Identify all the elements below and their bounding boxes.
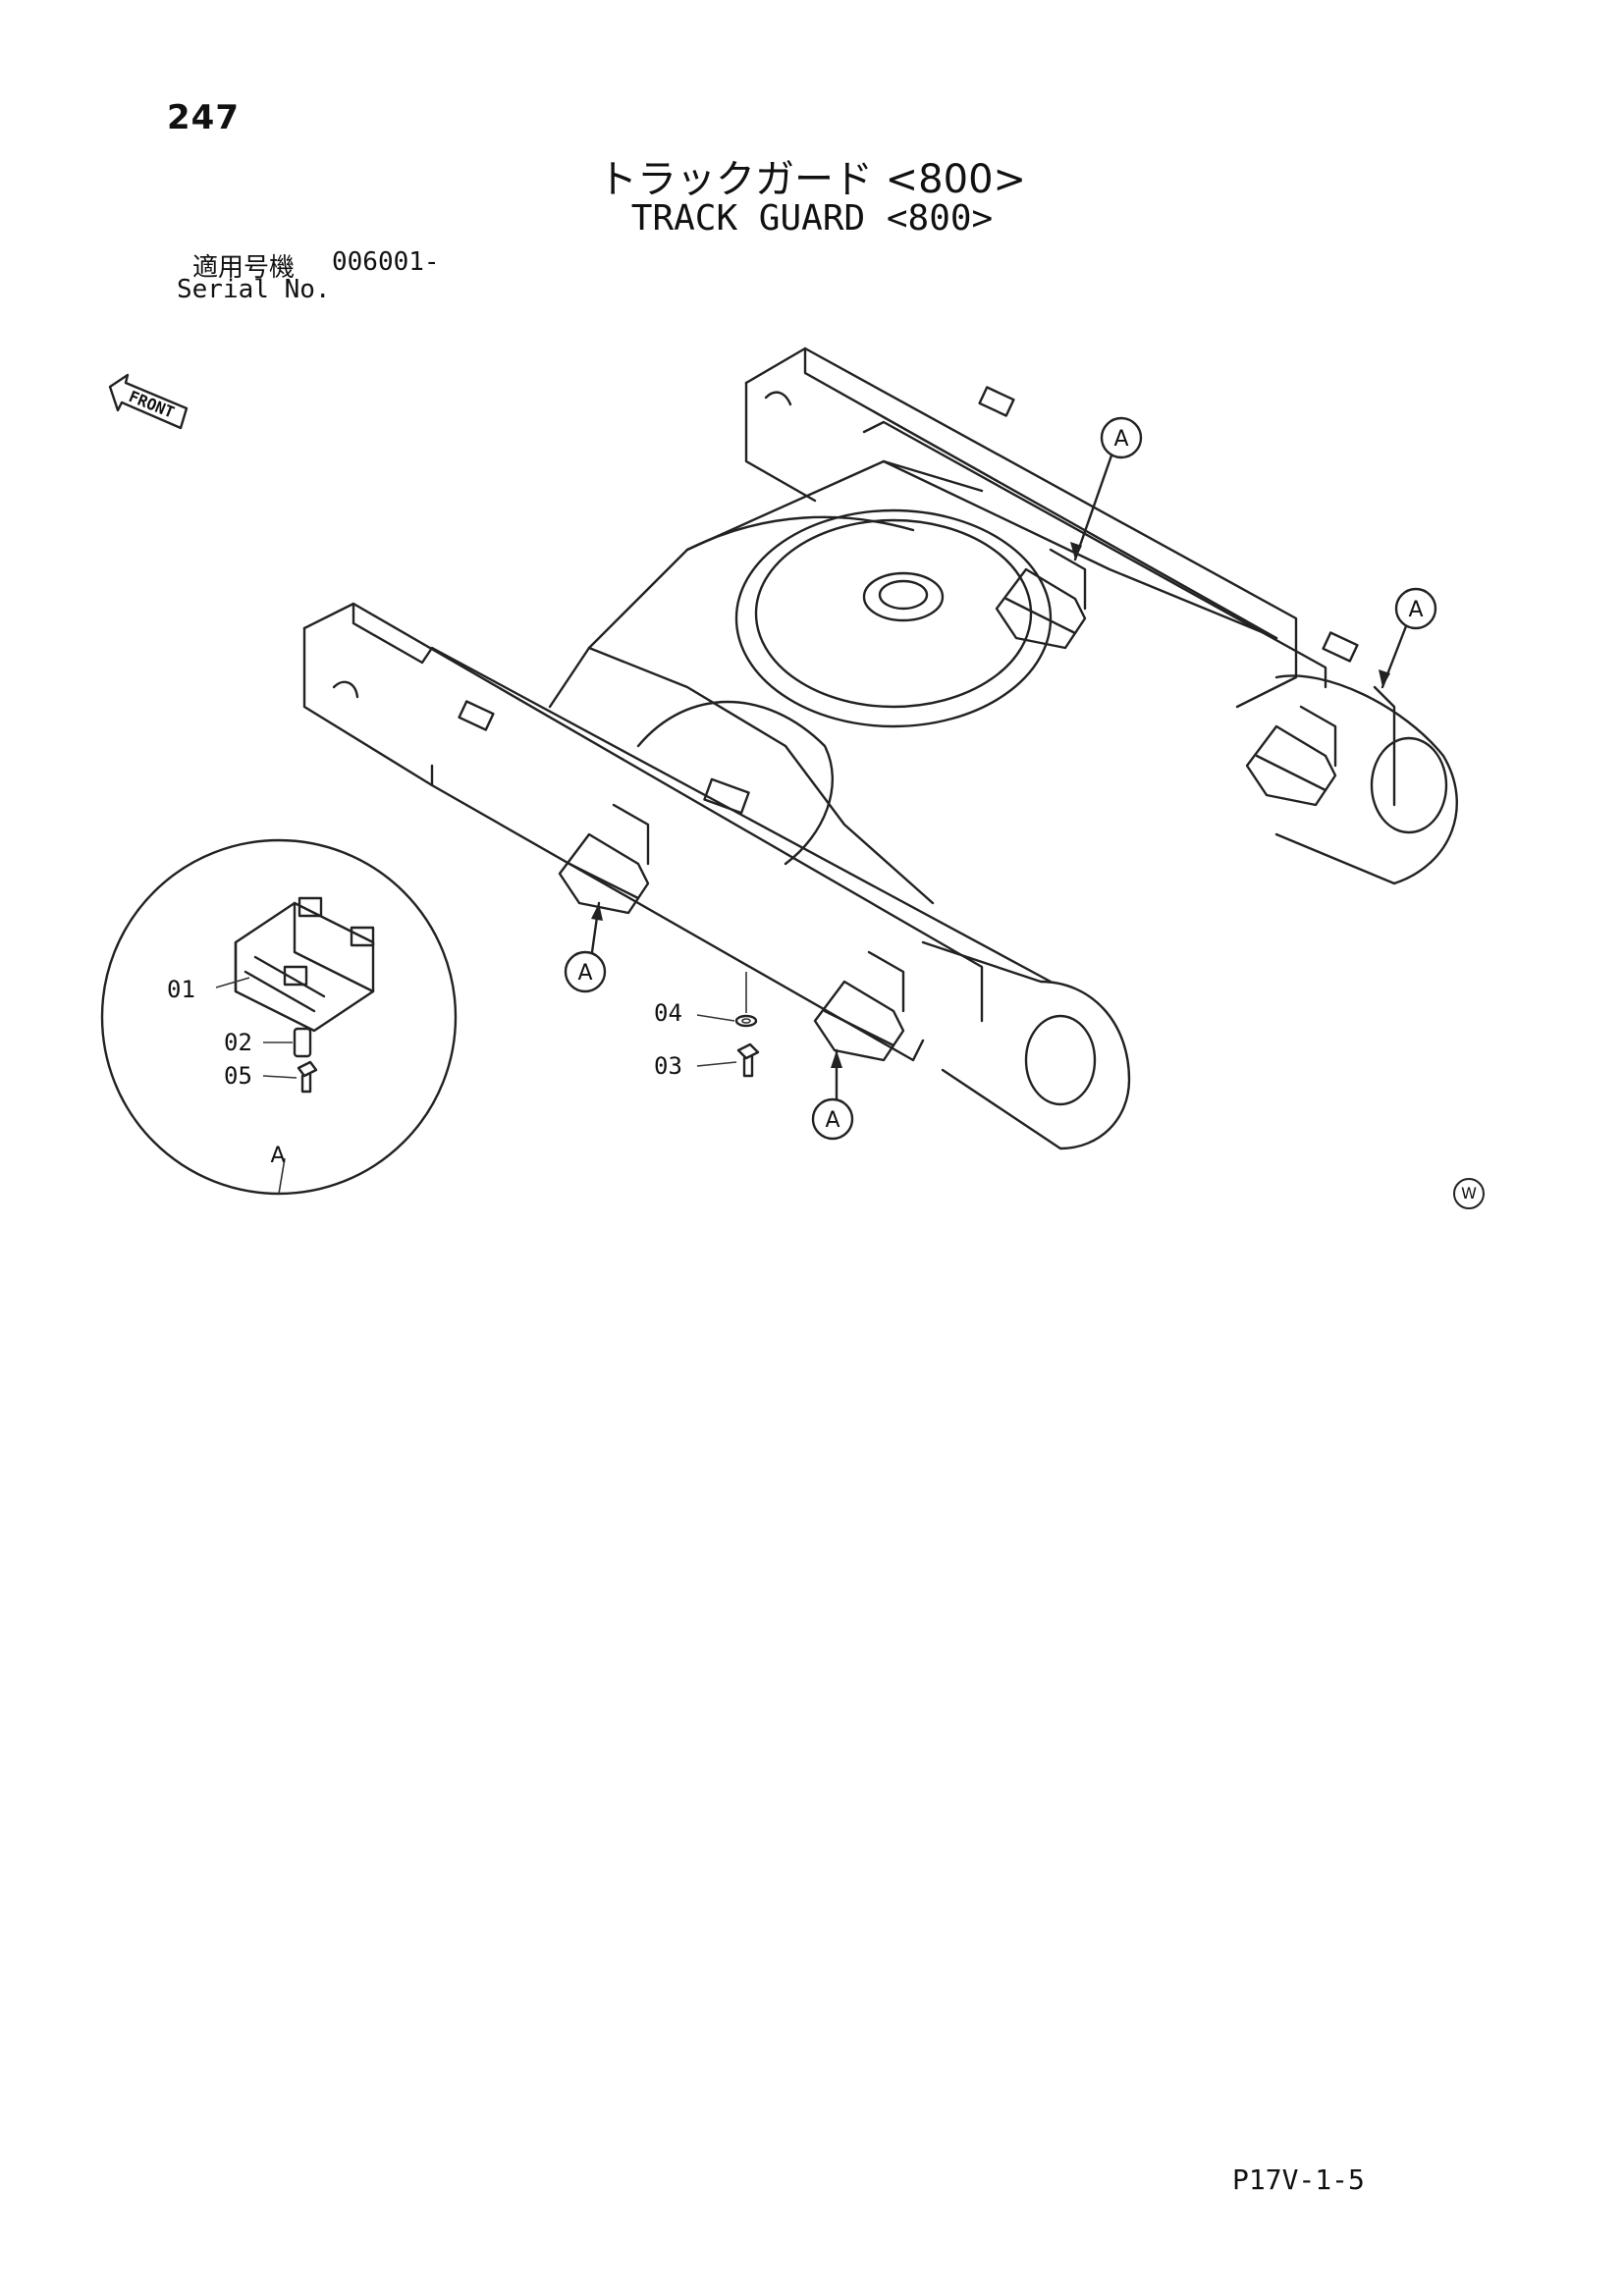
track-guard-detail-icon [234, 896, 375, 1033]
svg-text:A: A [1113, 427, 1128, 452]
part-04-washer-icon: 04 [654, 972, 758, 1028]
part-02-spacer-icon [293, 1027, 312, 1058]
part-label-05: 05 [224, 1062, 252, 1090]
serial-label-japanese: 適用号機 [192, 253, 296, 283]
front-arrow-icon: FRONT [108, 373, 189, 430]
detail-label: A [270, 1144, 285, 1168]
page-title-japanese: トラックガード <800> [597, 157, 1027, 202]
svg-text:A: A [825, 1108, 839, 1133]
lower-frame-drawing [302, 347, 1458, 1150]
callout-a-rear-top: A [1070, 416, 1143, 561]
part-label-03: 03 [654, 1052, 682, 1080]
watermark-icon: W [1453, 1178, 1485, 1209]
callout-a-front-right: A [811, 1048, 854, 1141]
track-guard-front-right [813, 950, 905, 1062]
detail-a-view: A 01 02 05 [100, 838, 458, 1196]
part-03-bolt-icon: 03 [654, 1042, 760, 1080]
svg-text:A: A [577, 961, 592, 986]
serial-label-english: Serial No. [177, 275, 331, 304]
part-label-01: 01 [167, 976, 195, 1003]
document-code: P17V-1-5 [1232, 2163, 1365, 2196]
part-label-02: 02 [224, 1029, 252, 1056]
serial-code: 006001- [332, 247, 440, 277]
track-guard-rear-right [1245, 705, 1337, 807]
page-number: 247 [167, 98, 240, 137]
callout-a-front-left: A [564, 901, 607, 993]
part-05-bolt-icon [297, 1060, 318, 1094]
part-label-04: 04 [654, 999, 682, 1027]
svg-text:A: A [1408, 598, 1423, 622]
page-title-english: TRACK GUARD <800> [630, 198, 994, 239]
track-guard-rear-left [995, 548, 1087, 650]
track-guard-front-left [558, 803, 650, 915]
callout-a-rear-right: A [1379, 587, 1437, 689]
